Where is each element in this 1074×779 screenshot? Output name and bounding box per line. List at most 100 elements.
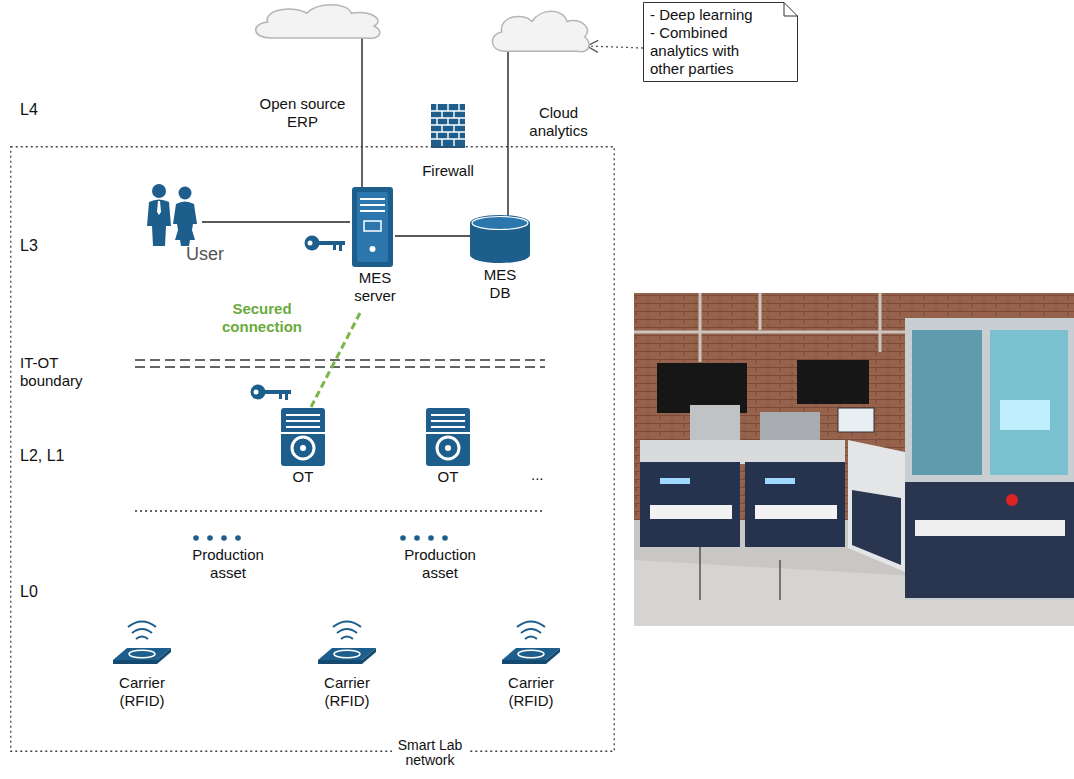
- shape-part: [360, 204, 385, 206]
- shape-part: [1006, 494, 1018, 506]
- shape-part: [634, 293, 905, 362]
- shape-part: [453, 111, 454, 118]
- node-label: - Combined analytics with other parties: [650, 24, 775, 78]
- shape-part: [492, 11, 589, 51]
- shape-part: [431, 124, 465, 125]
- shape-part: [207, 535, 213, 541]
- shape-part: [333, 622, 361, 628]
- database-icon: MES DB: [462, 212, 538, 308]
- dotted-arrow: [587, 40, 643, 52]
- shape-part: [334, 650, 360, 658]
- shape-part: [848, 440, 905, 572]
- shape-part: [364, 221, 381, 231]
- shape-part: [453, 139, 454, 146]
- node-label: - Deep learning: [650, 6, 775, 24]
- shape-part: [279, 394, 282, 399]
- analytics-cloud: Cloud analytics: [488, 8, 603, 143]
- shape-part: [458, 132, 459, 139]
- shape-part: [431, 426, 465, 428]
- level-divider: [135, 510, 545, 512]
- server-icon: MES server: [340, 185, 410, 314]
- key-icon: [305, 236, 346, 252]
- ot-device: OT: [268, 408, 338, 492]
- shape-part: [436, 132, 437, 139]
- note-box: - Deep learning- Combined analytics with…: [643, 2, 798, 82]
- shape-part: [458, 118, 459, 125]
- node-label: Open source ERP: [250, 95, 355, 131]
- node-label: Carrier (RFID): [496, 674, 566, 710]
- shape-part: [472, 217, 528, 230]
- shape-part: [308, 241, 313, 246]
- shape-part: [445, 445, 451, 451]
- network-boundary: Smart Lab networkUserMES serverMES DBOTO…: [10, 146, 615, 752]
- shape-part: [129, 650, 155, 658]
- lab-photo: [634, 293, 1074, 626]
- node-label: MES DB: [476, 266, 524, 302]
- shape-part: [640, 440, 845, 464]
- node-label: Production asset: [390, 546, 490, 582]
- shape-part: [436, 104, 437, 111]
- shape-part: [135, 366, 545, 368]
- shape-part: [221, 535, 227, 541]
- shape-part: [292, 437, 314, 459]
- node-label: Carrier (RFID): [107, 674, 177, 710]
- shape-part: [300, 445, 306, 451]
- shape-part: [285, 394, 288, 400]
- shape-part: [518, 650, 544, 658]
- shape-part: [426, 432, 470, 434]
- shape-part: [341, 637, 353, 640]
- key-icon: [251, 385, 292, 401]
- shape-part: [838, 408, 874, 432]
- shape-part: [157, 648, 171, 664]
- connector-line: [508, 51, 509, 216]
- shape-part: [784, 3, 798, 17]
- production-asset: Production asset: [390, 528, 490, 594]
- shape-part: [546, 648, 560, 664]
- shape-part: [318, 241, 345, 245]
- level-label: L0: [20, 582, 60, 601]
- node-label: OT: [268, 468, 338, 486]
- shape-part: [640, 462, 740, 547]
- shape-part: [755, 505, 837, 519]
- shape-part: [517, 622, 545, 628]
- shape-part: [173, 202, 197, 247]
- user-icon: User: [140, 180, 235, 272]
- shape-part: [905, 482, 1074, 598]
- level-label: L3: [20, 236, 60, 255]
- connector-line: [202, 222, 350, 223]
- shape-part: [797, 360, 869, 404]
- shape-part: [333, 245, 336, 250]
- secured-connection: [310, 313, 360, 409]
- shape-part: [644, 3, 798, 82]
- it-ot-boundary-line: [135, 360, 545, 367]
- shape-part: [179, 187, 192, 200]
- shape-part: [360, 198, 385, 200]
- shape-part: [502, 660, 546, 664]
- production-asset-shape: [178, 532, 278, 544]
- shape-part: [447, 132, 448, 139]
- shape-part: [281, 432, 325, 434]
- shape-part: [700, 547, 780, 600]
- shape-part: [690, 405, 740, 441]
- shape-part: [362, 648, 376, 664]
- shape-part: [305, 236, 320, 251]
- rfid-carrier-shape: [109, 612, 175, 670]
- shape-part: [905, 318, 1074, 600]
- shape-part: [431, 420, 465, 422]
- rfid-carrier: Carrier (RFID): [486, 612, 576, 717]
- shape-part: [765, 478, 795, 484]
- shape-part: [431, 104, 465, 148]
- connector-line: [361, 38, 362, 187]
- erp-cloud-shape: [250, 2, 385, 42]
- rfid-carrier: Carrier (RFID): [302, 612, 392, 717]
- shape-part: [912, 330, 982, 475]
- shape-part: [264, 390, 291, 394]
- shape-part: [360, 210, 385, 212]
- node-label: Production asset: [178, 546, 278, 582]
- firewall-icon: Firewall: [408, 104, 488, 184]
- shape-part: [441, 139, 442, 146]
- connector-line: [362, 38, 363, 187]
- node-label: Smart Lab network: [392, 738, 468, 768]
- level-label: IT-OT boundary: [20, 354, 110, 390]
